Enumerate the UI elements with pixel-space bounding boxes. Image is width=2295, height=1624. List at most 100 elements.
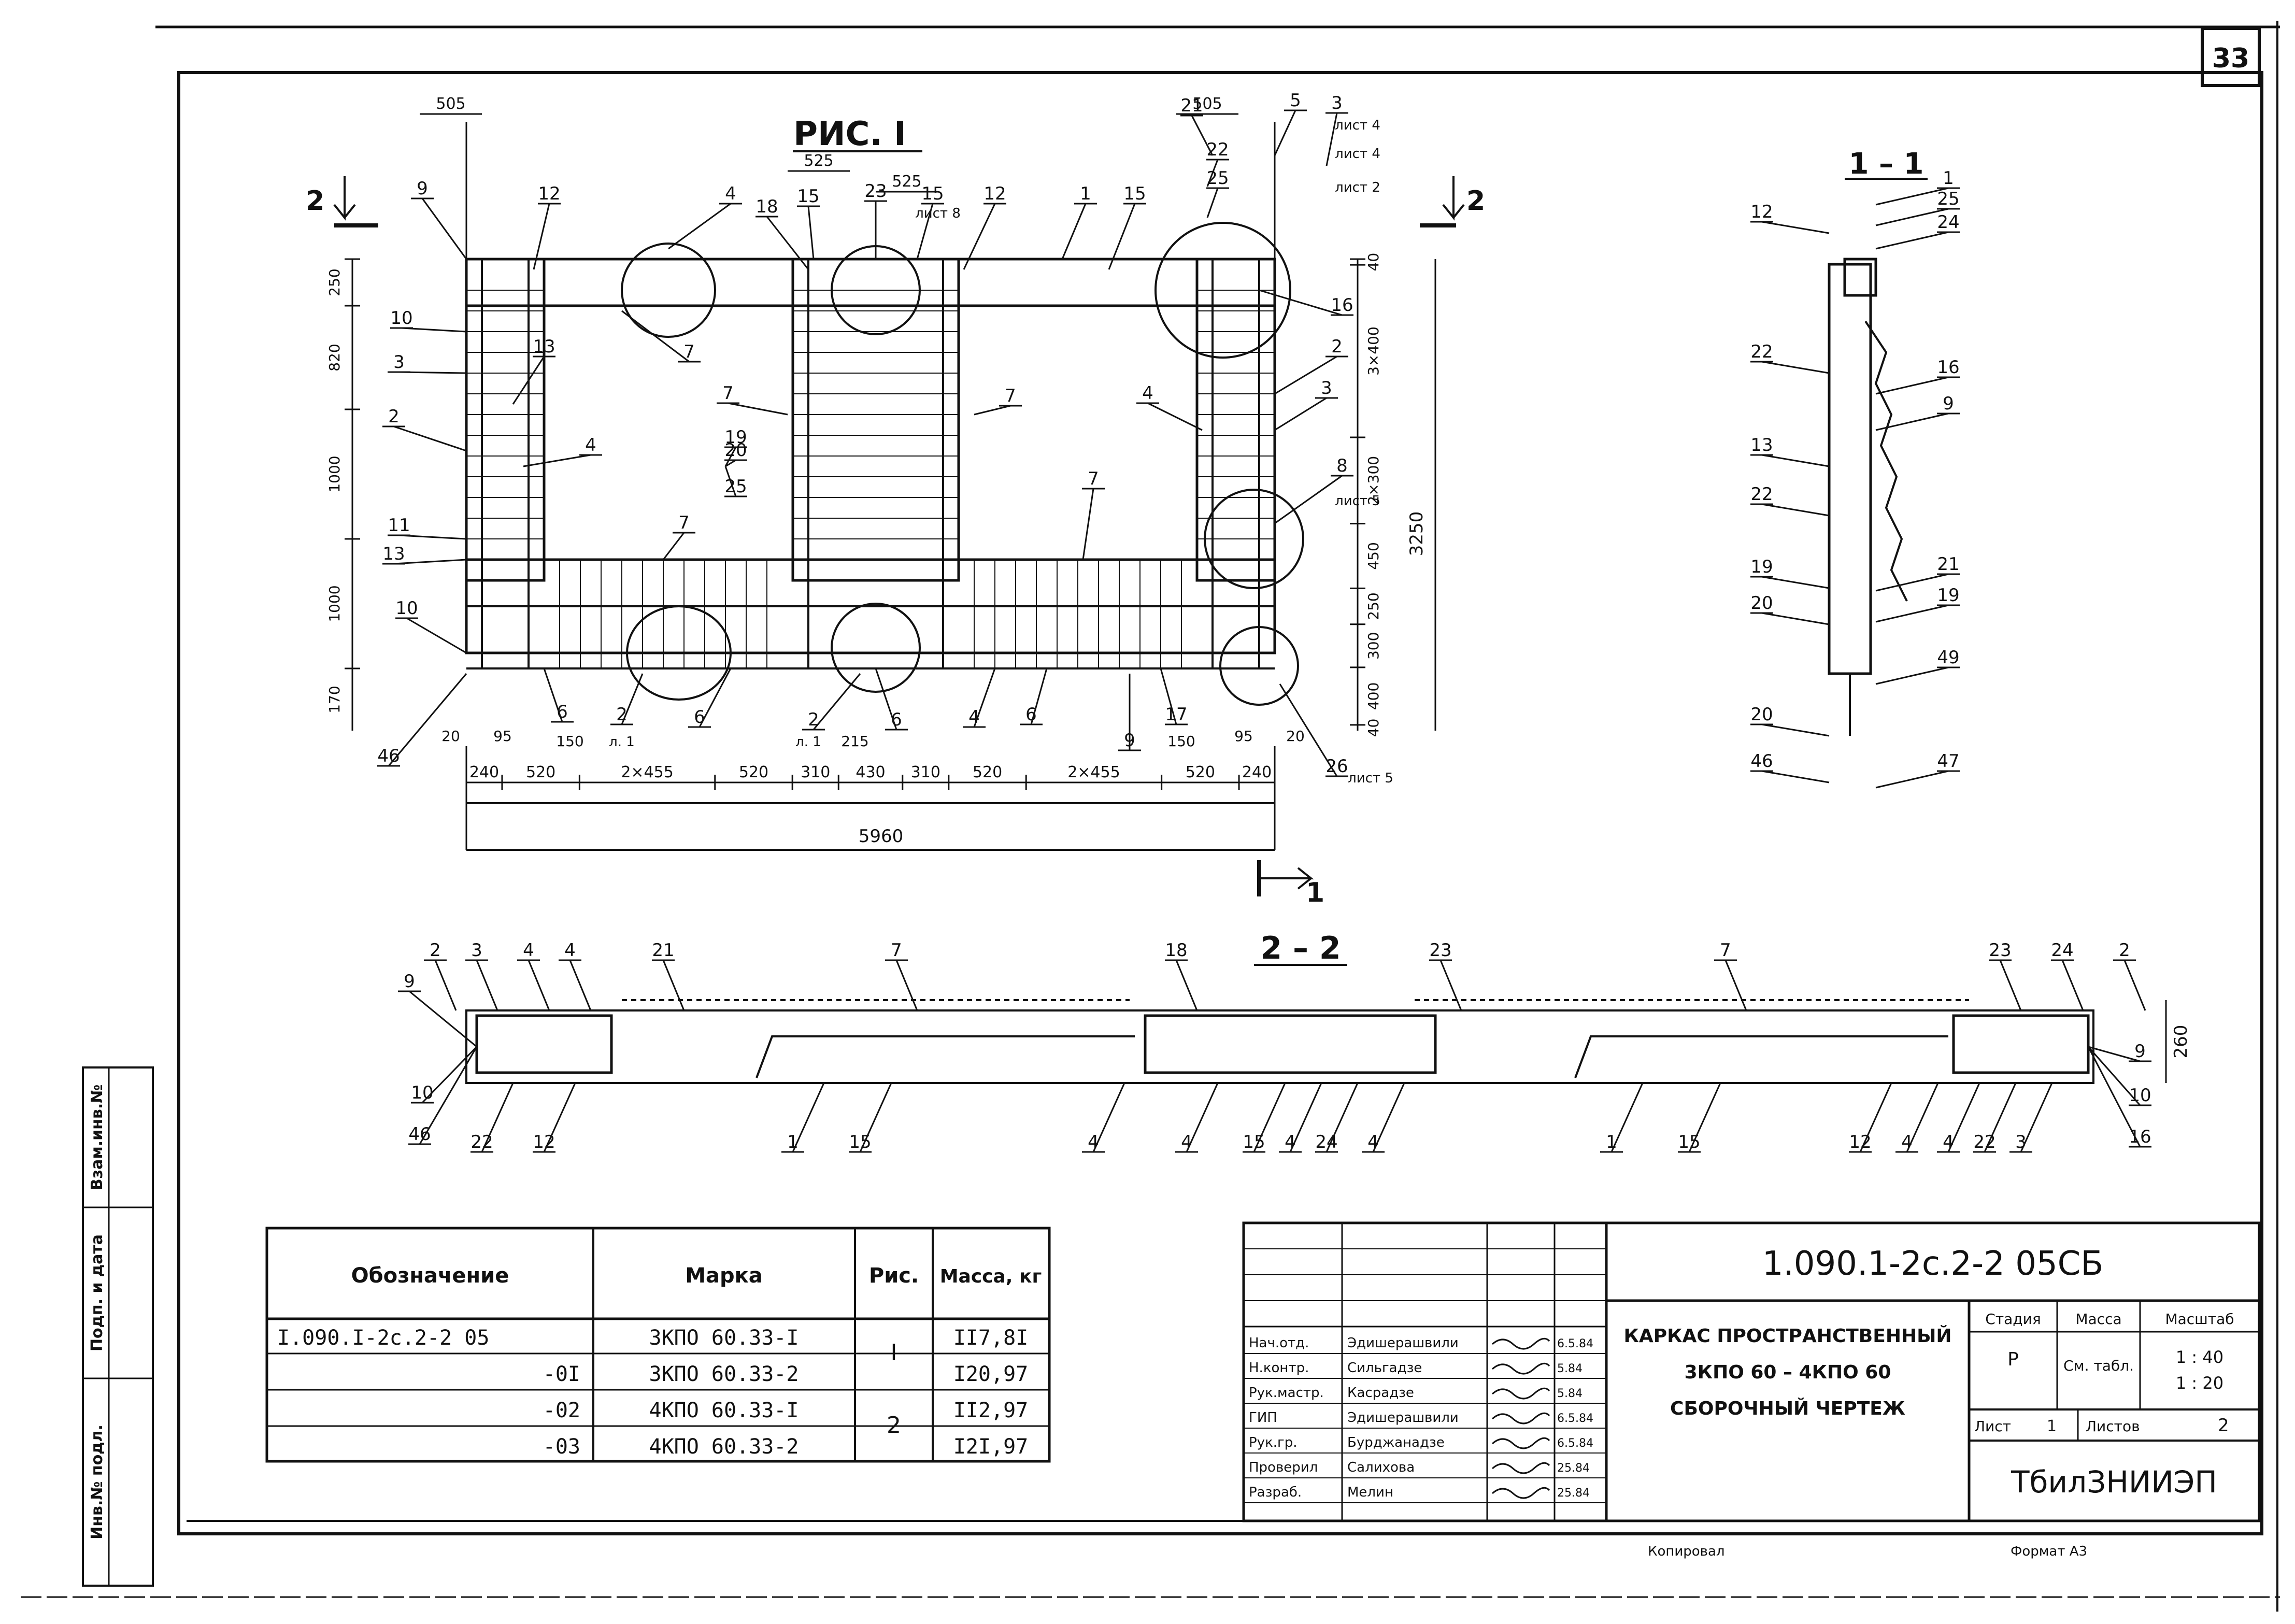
fig1-callout: 21 <box>1180 95 1203 116</box>
fig1-dim-left: 1000 <box>326 455 343 492</box>
view22-callout-side: 9 <box>404 971 415 992</box>
footer-copied: Копировал <box>1648 1544 1725 1559</box>
fig1-dim-left: 1000 <box>326 585 343 622</box>
fig1-callout: 6 <box>557 702 568 722</box>
view11-section <box>1828 258 1908 736</box>
view22-callout-top: 23 <box>1429 940 1451 961</box>
fig1-callout: 2 <box>1331 336 1343 357</box>
spec-fig: I <box>891 1340 897 1366</box>
fig1-callout: 12 <box>983 183 1006 204</box>
staff-name: Бурджанадзе <box>1347 1435 1445 1450</box>
scale-value-2: 1 : 20 <box>2176 1373 2223 1393</box>
sheet-number-box <box>2201 27 2261 87</box>
spec-mark: 4КПО 60.33-I <box>649 1399 799 1422</box>
spec-mark: 3КПО 60.33-I <box>649 1326 799 1350</box>
fig1-small-dim: 150 <box>1167 733 1195 750</box>
spec-fig: 2 <box>887 1412 901 1438</box>
mass-value: См. табл. <box>2063 1357 2134 1374</box>
view22-callout-bottom: 1 <box>787 1132 799 1152</box>
signature <box>1491 1462 1550 1474</box>
view11-callout-right: 21 <box>1937 554 1959 575</box>
drawing-title-line2: 3КПО 60 – 4КПО 60 <box>1685 1362 1891 1383</box>
view22-callout-top: 4 <box>523 940 534 961</box>
view22-callout-side: 16 <box>2129 1127 2151 1147</box>
fig1-sheet-ref: лист 4 <box>1335 146 1380 162</box>
fig1-dim-right: 450 <box>1365 542 1382 569</box>
view22-callout-top: 4 <box>564 940 576 961</box>
fig1-callout: 11 <box>388 515 410 536</box>
view22-height: 260 <box>2171 1025 2191 1059</box>
fig1-sheet-ref: лист 5 <box>1348 771 1393 786</box>
fig1-callout: 5 <box>1290 90 1301 111</box>
staff-date: 5.84 <box>1557 1387 1583 1400</box>
fig1-callout: 46 <box>377 746 400 766</box>
fig1-callout: 18 <box>756 196 778 217</box>
view22-callout-bottom: 22 <box>471 1132 493 1152</box>
drawing-title-line1: КАРКАС ПРОСТРАНСТВЕННЫЙ <box>1623 1325 1951 1347</box>
fig1-dim-right: 400 <box>1365 682 1382 710</box>
view11-callout-left: 20 <box>1750 704 1773 725</box>
stage-label: Стадия <box>1985 1310 2041 1328</box>
section-mark-left: 2 <box>306 186 324 217</box>
section-mark-right: 2 <box>1466 186 1485 217</box>
staff-date: 6.5.84 <box>1557 1337 1593 1350</box>
fig1-callout: 15 <box>1123 183 1146 204</box>
view22-callout-side: 10 <box>411 1082 433 1103</box>
fig1-sheet-ref: л. 1 <box>609 734 635 750</box>
fig1-dim-bottom: 310 <box>911 763 940 781</box>
staff-name: Сильгадзе <box>1347 1360 1422 1376</box>
fig1-callout: 13 <box>382 544 405 564</box>
fig1-callout: 15 <box>797 186 819 207</box>
fig1-total-width: 5960 <box>859 826 904 847</box>
fig1-callout: 13 <box>533 336 555 357</box>
staff-role: Проверил <box>1249 1460 1318 1475</box>
fig1-sheet-ref: лист 8 <box>915 206 961 221</box>
sheet-value: 1 <box>2047 1417 2057 1435</box>
fig1-small-dim: 95 <box>493 728 512 745</box>
view22-callout-bottom: 4 <box>1367 1132 1379 1152</box>
staff-name: Салихова <box>1347 1460 1415 1475</box>
drawing-code: 1.090.1-2с.2-2 05СБ <box>1762 1245 2104 1283</box>
view11-callout-left: 46 <box>1750 751 1773 772</box>
view22-callout-side: 10 <box>2129 1085 2151 1106</box>
fig1-small-dim: 215 <box>841 733 868 750</box>
view22-callout-top: 2 <box>2119 940 2130 961</box>
spec-mass: II7,8I <box>953 1326 1029 1350</box>
view22-callout-bottom: 15 <box>1678 1132 1700 1152</box>
view11-callout-right: 25 <box>1937 189 1959 209</box>
fig1-dim-bottom: 520 <box>973 763 1002 781</box>
fig1-small-dim: 20 <box>1286 728 1305 745</box>
view22-callout-bottom: 3 <box>2015 1132 2027 1152</box>
view22-callout-side: 46 <box>408 1124 431 1145</box>
fig1-callout: 6 <box>891 709 902 730</box>
view22-callout-top: 23 <box>1989 940 2011 961</box>
view22-callout-bottom: 4 <box>1901 1132 1913 1152</box>
fig1-dim-right: 40 <box>1365 253 1382 272</box>
view22-callout-top: 24 <box>2051 940 2073 961</box>
view22-callout-top: 21 <box>652 940 674 961</box>
fig1-total-height: 3250 <box>1406 511 1427 557</box>
fig1-callout: 7 <box>722 383 734 404</box>
fig1-callout: 16 <box>1331 295 1353 316</box>
sheets-label: Листов <box>2086 1418 2140 1435</box>
view22-callout-bottom: 22 <box>1973 1132 1995 1152</box>
spec-table <box>265 1227 1051 1463</box>
fig1-callout: 9 <box>417 178 428 199</box>
fig1-callout: 17 <box>1165 704 1187 725</box>
scale-label: Масштаб <box>2165 1310 2234 1328</box>
view22-callout-bottom: 24 <box>1315 1132 1337 1152</box>
drawing-frame <box>177 71 2263 1535</box>
scale-value-1: 1 : 40 <box>2176 1347 2223 1367</box>
fig1-title: РИС. I <box>793 115 906 153</box>
fig1-callout: 6 <box>694 707 705 728</box>
fig1-dim-left: 250 <box>326 268 343 296</box>
spec-mark: 3КПО 60.33-2 <box>649 1362 799 1386</box>
organization: ТбилЗНИИЭП <box>2011 1464 2217 1500</box>
view11-callout-right: 19 <box>1937 585 1959 606</box>
